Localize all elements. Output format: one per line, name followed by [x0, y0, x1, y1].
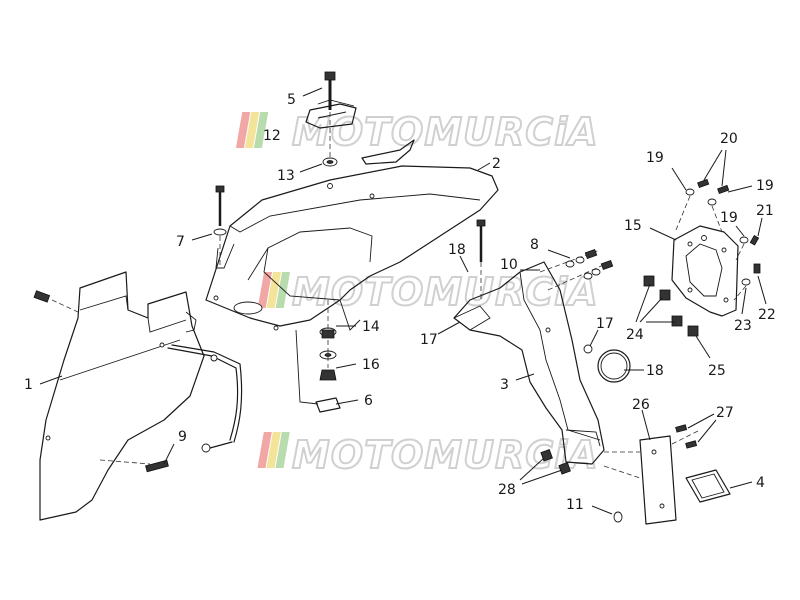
callout-1: 1 — [24, 377, 33, 393]
ring-18-icon — [597, 349, 631, 383]
callout-28: 28 — [498, 482, 516, 498]
callout-19a: 19 — [646, 150, 664, 166]
part-12-cover — [305, 103, 357, 129]
part-26-plate — [603, 429, 701, 525]
part-3-plate-holder — [453, 261, 605, 465]
callout-4: 4 — [756, 475, 765, 491]
callout-19c: 19 — [720, 210, 738, 226]
callout-15: 15 — [624, 218, 642, 234]
callout-12: 12 — [263, 128, 281, 144]
bolt-5-icon — [317, 71, 355, 110]
bolt-7-icon — [213, 185, 227, 266]
callout-23: 23 — [734, 318, 752, 334]
bolt-8-icon — [539, 248, 614, 291]
clip-6-icon — [295, 329, 341, 413]
callout-5: 5 — [287, 92, 296, 108]
ground-cable — [167, 344, 243, 453]
callout-18b: 18 — [646, 363, 664, 379]
watermark-middle: MOTOMURCiA — [257, 269, 599, 315]
watermark-top: MOTOMURCiA — [235, 109, 599, 155]
washer-13-icon — [322, 112, 338, 167]
callout-10: 10 — [500, 257, 518, 273]
callout-16: 16 — [362, 357, 380, 373]
callout-18a: 18 — [448, 242, 466, 258]
callout-labels: 1 2 3 4 5 6 7 8 9 10 11 12 13 14 15 16 1… — [24, 87, 776, 515]
callout-21: 21 — [756, 203, 774, 219]
watermark-text: MOTOMURCiA — [292, 433, 599, 477]
callout-8: 8 — [530, 237, 539, 253]
callout-13: 13 — [277, 168, 295, 184]
nut-25-icon — [687, 325, 699, 337]
part-15-light-bracket — [671, 225, 739, 317]
nut-16-icon — [319, 369, 337, 381]
callout-11: 11 — [566, 497, 584, 513]
watermark-text: MOTOMURCiA — [292, 110, 599, 154]
washer-16a-icon — [319, 350, 337, 360]
washer-11-icon — [613, 511, 623, 523]
callout-25: 25 — [708, 363, 726, 379]
callout-14: 14 — [362, 319, 380, 335]
callout-27: 27 — [716, 405, 734, 421]
screw-27-icon — [675, 424, 698, 449]
callout-17b: 17 — [596, 316, 614, 332]
callout-22: 22 — [758, 307, 776, 323]
callout-19b: 19 — [756, 178, 774, 194]
part-1-splash-guard — [39, 271, 205, 521]
nut-24-icon — [643, 275, 683, 327]
callout-6: 6 — [364, 393, 373, 409]
callout-26: 26 — [632, 397, 650, 413]
callout-2: 2 — [492, 156, 501, 172]
part-4-reflector — [685, 469, 731, 503]
bracket — [361, 139, 415, 165]
callout-3: 3 — [500, 377, 509, 393]
callout-17a: 17 — [420, 332, 438, 348]
bolt-18-icon — [476, 219, 486, 300]
callout-20: 20 — [720, 131, 738, 147]
bolt-9-icon — [99, 459, 169, 473]
grommet-17-icon — [583, 344, 593, 354]
bolt-19-20-icons — [675, 178, 761, 301]
callout-24: 24 — [626, 327, 644, 343]
bolt-icon — [33, 290, 79, 313]
part-2-rear-fender — [205, 165, 499, 331]
callout-7: 7 — [176, 234, 185, 250]
callout-9: 9 — [178, 429, 187, 445]
